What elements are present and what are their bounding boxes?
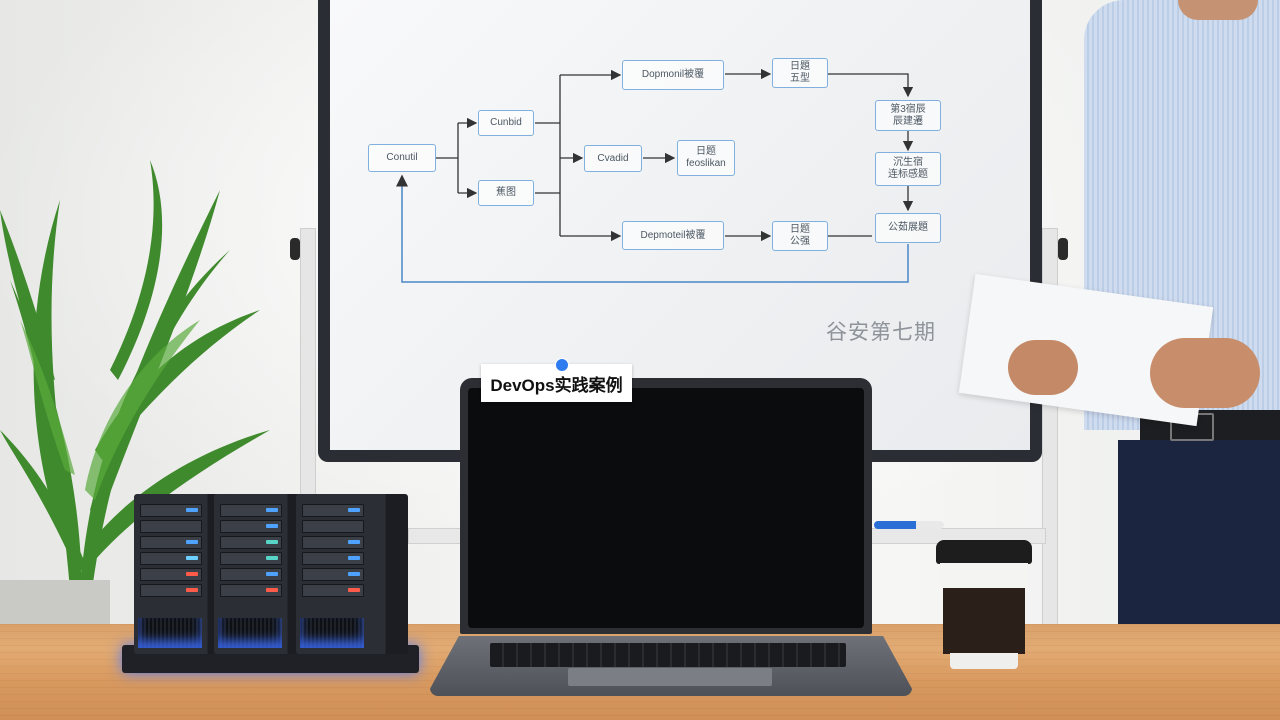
coffee-cup-sleeve	[943, 588, 1025, 654]
flow-node-1: Conutil	[368, 144, 436, 172]
server-rack-icon	[296, 494, 408, 654]
flow-node-12: 公茹展題	[875, 213, 941, 243]
flow-node-2: Cunbid	[478, 110, 534, 136]
flowchart-lines	[396, 68, 914, 283]
laptop-trackpad	[568, 668, 772, 686]
whiteboard: Conutil Cunbid 蕉图 Dopmonil被覆 Cvadid 日题 f…	[330, 0, 1030, 450]
hand-right	[1150, 338, 1260, 408]
plant-pot	[0, 580, 110, 630]
whiteboard-knob-right	[1058, 238, 1068, 260]
flow-node-5: Cvadid	[584, 145, 642, 172]
coffee-cup-bottom	[950, 653, 1018, 669]
plant-icon	[0, 160, 270, 590]
whiteboard-knob-left	[290, 238, 300, 260]
pin-dot	[555, 358, 569, 372]
flow-node-3: 蕉图	[478, 180, 534, 206]
flow-node-6: 日题 feoslikan	[677, 140, 735, 176]
laptop-keyboard	[490, 643, 846, 667]
laptop-screen	[468, 388, 864, 628]
flow-node-11: 沉生宿 连标感题	[875, 152, 941, 186]
coffee-cup-lid	[936, 540, 1032, 564]
flow-node-9: 日题 公强	[772, 221, 828, 251]
server-rack-icon	[134, 494, 226, 654]
coffee-cup-icon	[940, 563, 1028, 589]
marker-icon	[874, 521, 944, 529]
whiteboard-watermark: 谷安第七期	[826, 321, 936, 344]
flow-node-4: Dopmonil被覆	[622, 60, 724, 90]
flow-node-8: 日題 五型	[772, 58, 828, 88]
title-label: DevOps实践案例	[481, 364, 632, 402]
flow-node-10: 第3宿辰 辰建遷	[875, 100, 941, 131]
server-rack-icon	[214, 494, 306, 654]
hand-left	[1008, 340, 1078, 395]
flow-node-7: Depmoteil被覆	[622, 221, 724, 250]
person-pants	[1118, 440, 1280, 626]
person-face	[1178, 0, 1258, 20]
